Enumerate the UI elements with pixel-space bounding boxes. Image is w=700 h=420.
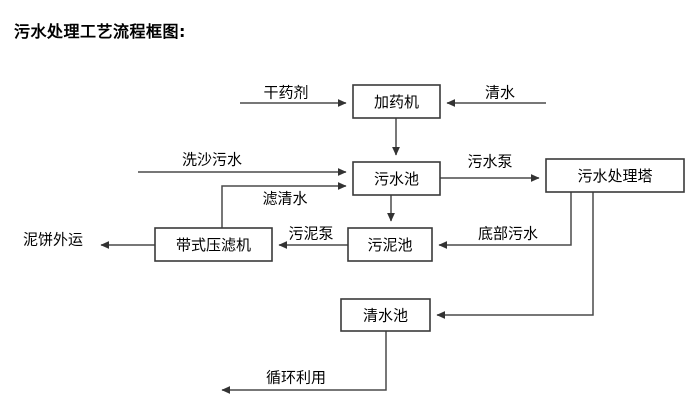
node-wunichi[interactable]: 污泥池 [347, 227, 433, 262]
connector-wushuichulita-to-qingshuichi [436, 192, 594, 319]
node-qingshuichi[interactable]: 清水池 [340, 298, 431, 332]
node-wushuichulita-label: 污水处理塔 [577, 167, 652, 185]
page-title: 污水处理工艺流程框图: [14, 22, 186, 41]
edge-label-wushuibeng: 污水泵 [467, 153, 512, 171]
connector-wushuichulita-to-wunichi [438, 192, 572, 249]
edge-label-wunibeng: 污泥泵 [288, 225, 333, 243]
node-qingshuichi-label: 清水池 [363, 307, 408, 325]
edge-label-lvqingshui: 滤清水 [262, 190, 307, 208]
edge-label-qingshui: 清水 [485, 84, 515, 102]
node-wushuichulita[interactable]: 污水处理塔 [545, 158, 685, 193]
edge-label-dibuwushui: 底部污水 [478, 225, 538, 243]
edge-label-xunhuanliyong: 循环利用 [266, 369, 326, 387]
connector-qingshuichi-to-xunhuanliyong [221, 331, 387, 394]
node-wushuichi-label: 污水池 [374, 170, 419, 188]
edge-label-ganyaoji: 干药剂 [263, 84, 308, 102]
node-daishiyaluji-label: 带式压滤机 [176, 236, 251, 254]
node-wunichi-label: 污泥池 [367, 236, 412, 254]
edge-label-xishawushui: 洗沙污水 [182, 151, 242, 169]
node-jiayaoji-label: 加药机 [374, 93, 419, 111]
edge-label-nibingwaiyun: 泥饼外运 [23, 231, 83, 249]
node-wushuichi[interactable]: 污水池 [352, 161, 441, 196]
node-daishiyaluji[interactable]: 带式压滤机 [154, 227, 273, 262]
connector-daishiyaluji-to-wushuichi [221, 182, 347, 228]
node-jiayaoji[interactable]: 加药机 [352, 84, 441, 119]
